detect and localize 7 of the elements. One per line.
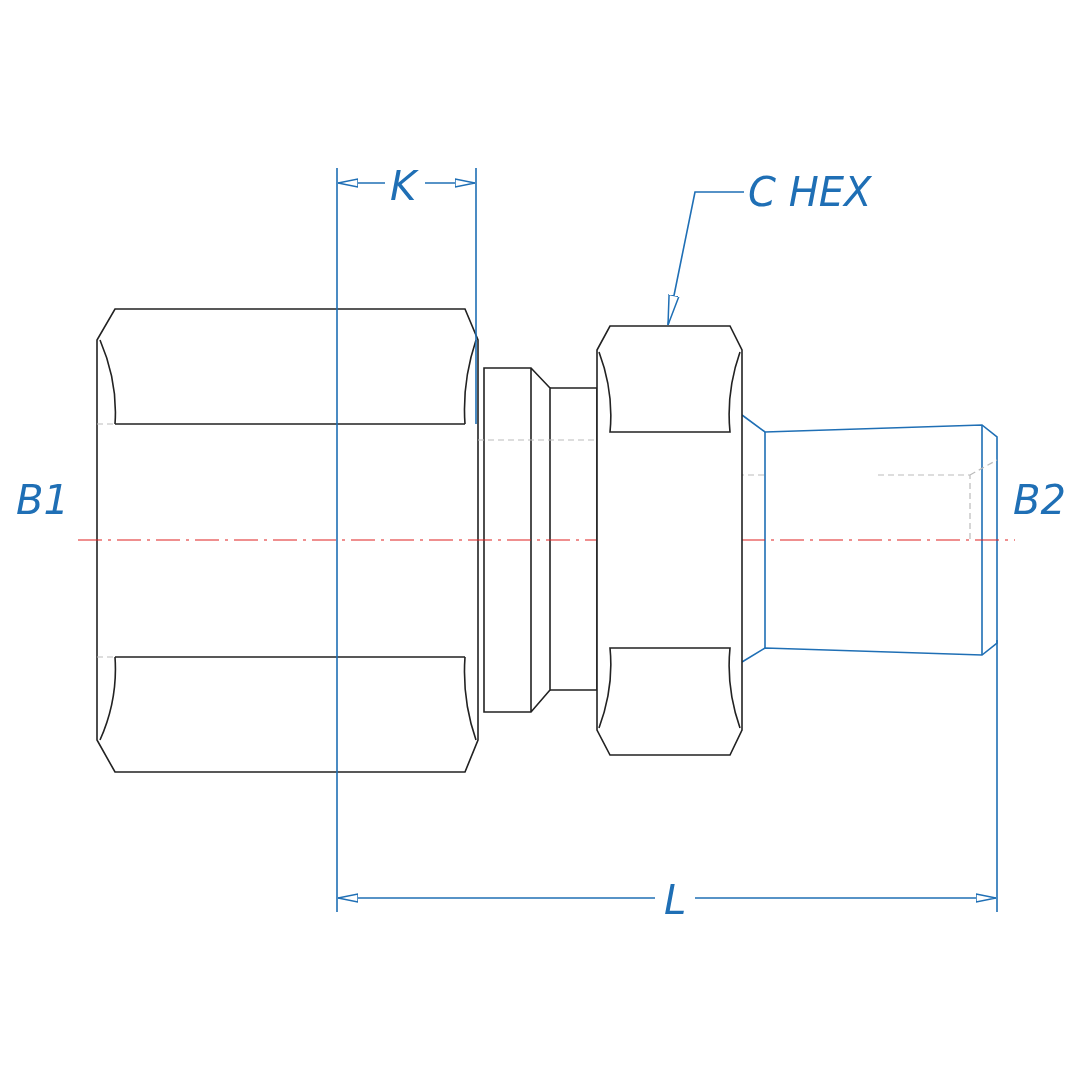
port-label: B2 bbox=[1013, 480, 1066, 520]
dimension-label: L bbox=[664, 880, 687, 920]
callout-text: C HEX bbox=[748, 172, 872, 212]
hex-nut-drawing bbox=[596, 325, 744, 756]
dimension-label: K bbox=[390, 166, 417, 206]
leader-line bbox=[667, 191, 745, 326]
port-label: B1 bbox=[16, 480, 69, 520]
